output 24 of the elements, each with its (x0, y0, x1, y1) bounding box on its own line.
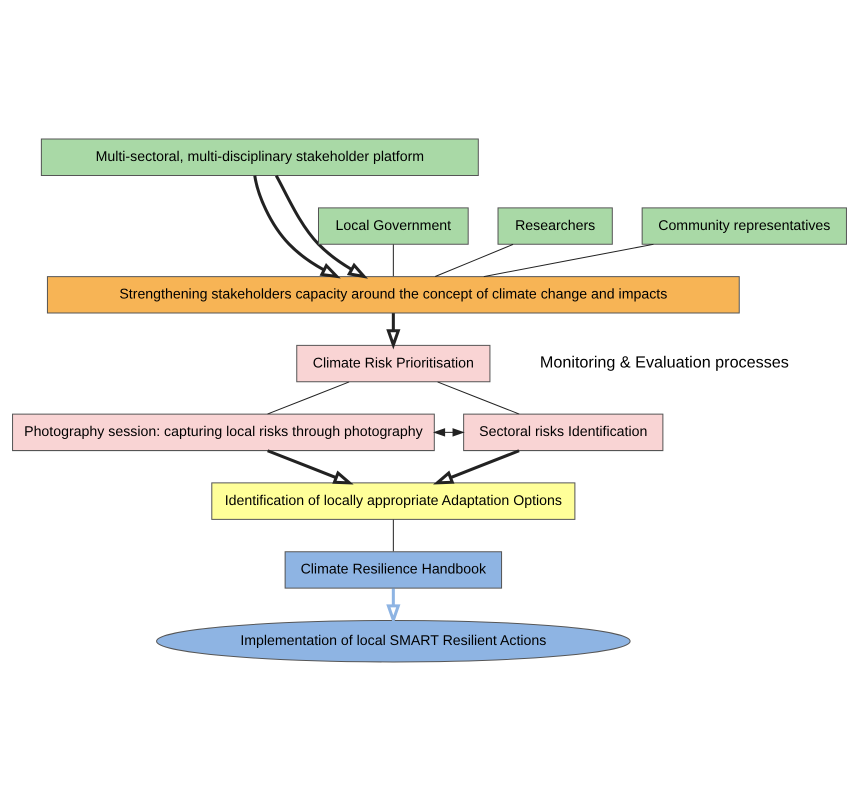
node-box: Climate Resilience Handbook (284, 550, 502, 588)
node-ellipse: Implementation of local SMART Resilient Actions (156, 619, 631, 662)
node-box: Multi-sectoral, multi-disciplinary stakeholder platform (40, 138, 479, 176)
node-box: Community representatives (642, 206, 847, 244)
node-box: Strengthening stakeholders capacity around the concept of climate change and impacts (46, 276, 740, 314)
label: Monitoring & Evaluation processes (540, 352, 789, 371)
node-box: Researchers (498, 206, 613, 244)
node-box: Sectoral risks Identification (463, 413, 664, 451)
connector (267, 380, 350, 414)
arrow (267, 448, 354, 484)
node-box: Identification of locally appropriate Adaptation Options (211, 482, 576, 520)
arrow (274, 174, 368, 278)
arrow (253, 174, 341, 278)
connector (435, 243, 514, 276)
connector (392, 519, 394, 551)
arrow (433, 448, 520, 484)
node-box: Local Government (318, 206, 469, 244)
arrow (386, 312, 400, 349)
node-box: Climate Risk Prioritisation (296, 344, 490, 382)
connector (437, 380, 520, 414)
arrow (432, 428, 465, 436)
connector (392, 244, 394, 276)
node-box: Photography session: capturing local risks through photography (12, 413, 435, 451)
connector (484, 243, 654, 277)
